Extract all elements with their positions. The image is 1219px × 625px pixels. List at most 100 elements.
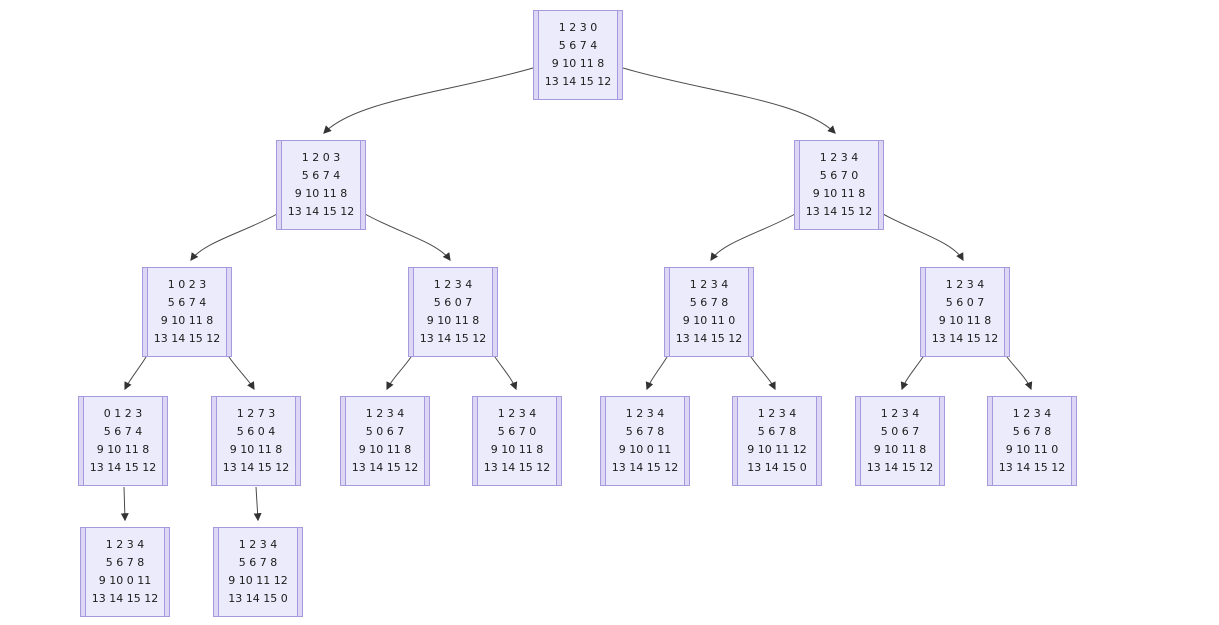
edge-R-RR [882,213,964,262]
edge-RL-RLL [645,356,668,391]
tree-node-R: 1 2 3 4 5 6 7 0 9 10 11 8 13 14 15 12 [794,140,884,230]
tree-node-LLLc: 1 2 3 4 5 6 7 8 9 10 0 11 13 14 15 12 [80,527,170,617]
puzzle-row: 9 10 11 8 [160,314,214,327]
tree-node-L: 1 2 0 3 5 6 7 4 9 10 11 8 13 14 15 12 [276,140,366,230]
tree-node-RRL: 1 2 3 4 5 0 6 7 9 10 11 8 13 14 15 12 [855,396,945,486]
puzzle-row: 9 10 11 8 [229,443,283,456]
tree-node-LLRc: 1 2 3 4 5 6 7 8 9 10 11 12 13 14 15 0 [213,527,303,617]
puzzle-row: 1 2 3 4 [880,407,920,420]
puzzle-row: 13 14 15 12 [805,205,873,218]
puzzle-row: 9 10 11 8 [96,443,150,456]
puzzle-row: 13 14 15 12 [351,461,419,474]
puzzle-row: 9 10 11 8 [812,187,866,200]
puzzle-row: 13 14 15 12 [287,205,355,218]
puzzle-row: 13 14 15 12 [675,332,743,345]
puzzle-row: 5 6 7 0 [819,169,859,182]
puzzle-row: 13 14 15 12 [866,461,934,474]
puzzle-row: 9 10 11 12 [228,574,288,587]
puzzle-row: 9 10 11 8 [294,187,348,200]
puzzle-row: 5 6 0 7 [945,296,985,309]
puzzle-row: 5 6 7 0 [497,425,537,438]
tree-node-LR: 1 2 3 4 5 6 0 7 9 10 11 8 13 14 15 12 [408,267,498,357]
puzzle-row: 1 2 3 4 [819,151,859,164]
puzzle-row: 1 2 3 4 [497,407,537,420]
puzzle-row: 13 14 15 12 [611,461,679,474]
puzzle-row: 13 14 15 0 [228,592,288,605]
puzzle-row: 1 2 0 3 [301,151,341,164]
puzzle-row: 9 10 11 12 [747,443,807,456]
tree-node-RR: 1 2 3 4 5 6 0 7 9 10 11 8 13 14 15 12 [920,267,1010,357]
edge-root-L [323,67,534,134]
edge-root-R [622,67,836,134]
puzzle-row: 1 2 3 4 [1012,407,1052,420]
puzzle-row: 5 6 7 4 [103,425,143,438]
puzzle-row: 0 1 2 3 [103,407,143,420]
tree-node-LL: 1 0 2 3 5 6 7 4 9 10 11 8 13 14 15 12 [142,267,232,357]
puzzle-row: 5 6 7 4 [558,39,598,52]
edge-LR-LRL [386,356,412,391]
puzzle-row: 13 14 15 12 [483,461,551,474]
puzzle-row: 1 2 3 4 [365,407,405,420]
puzzle-row: 5 6 7 8 [625,425,665,438]
edge-RR-RRL [900,356,924,391]
puzzle-row: 1 2 3 4 [625,407,665,420]
puzzle-row: 9 10 11 8 [490,443,544,456]
edge-LLL-LLLc [120,486,129,522]
puzzle-row: 1 2 3 4 [689,278,729,291]
puzzle-row: 1 2 3 0 [558,21,598,34]
puzzle-row: 13 14 15 12 [931,332,999,345]
edge-LL-LLL [124,356,147,391]
tree-node-root: 1 2 3 0 5 6 7 4 9 10 11 8 13 14 15 12 [533,10,623,100]
puzzle-row: 13 14 15 12 [419,332,487,345]
edge-RR-RRR [1006,356,1033,391]
puzzle-row: 5 6 7 4 [301,169,341,182]
puzzle-row: 13 14 15 12 [89,461,157,474]
puzzle-row: 5 6 7 4 [167,296,207,309]
puzzle-row: 9 10 0 11 [618,443,672,456]
puzzle-row: 5 6 0 7 [433,296,473,309]
puzzle-row: 1 2 3 4 [433,278,473,291]
puzzle-row: 13 14 15 12 [998,461,1066,474]
puzzle-row: 9 10 11 8 [873,443,927,456]
edge-L-LR [364,213,451,261]
edge-L-LL [190,213,278,261]
puzzle-row: 13 14 15 12 [222,461,290,474]
puzzle-row: 13 14 15 12 [91,592,159,605]
puzzle-row: 13 14 15 0 [747,461,807,474]
puzzle-row: 9 10 0 11 [98,574,152,587]
puzzle-row: 1 2 3 4 [757,407,797,420]
tree-node-LLL: 0 1 2 3 5 6 7 4 9 10 11 8 13 14 15 12 [78,396,168,486]
puzzle-row: 5 6 7 8 [105,556,145,569]
puzzle-row: 5 6 7 8 [757,425,797,438]
puzzle-row: 9 10 11 8 [938,314,992,327]
puzzle-row: 5 6 7 8 [689,296,729,309]
edge-LLR-LLRc [253,486,262,522]
edge-RL-RLR [750,356,776,391]
puzzle-row: 5 6 0 4 [236,425,276,438]
puzzle-row: 5 0 6 7 [880,425,920,438]
puzzle-row: 9 10 11 8 [551,57,605,70]
puzzle-row: 5 6 7 8 [1012,425,1052,438]
puzzle-row: 5 0 6 7 [365,425,405,438]
puzzle-row: 9 10 11 8 [426,314,480,327]
tree-node-LRL: 1 2 3 4 5 0 6 7 9 10 11 8 13 14 15 12 [340,396,430,486]
edge-LR-LRR [494,356,518,391]
tree-node-LLR: 1 2 7 3 5 6 0 4 9 10 11 8 13 14 15 12 [211,396,301,486]
tree-node-LRR: 1 2 3 4 5 6 7 0 9 10 11 8 13 14 15 12 [472,396,562,486]
tree-node-RLR: 1 2 3 4 5 6 7 8 9 10 11 12 13 14 15 0 [732,396,822,486]
puzzle-row: 1 2 3 4 [945,278,985,291]
puzzle-row: 13 14 15 12 [544,75,612,88]
puzzle-row: 9 10 11 0 [1005,443,1059,456]
tree-node-RL: 1 2 3 4 5 6 7 8 9 10 11 0 13 14 15 12 [664,267,754,357]
puzzle-row: 1 2 7 3 [236,407,276,420]
puzzle-row: 13 14 15 12 [153,332,221,345]
puzzle-row: 9 10 11 0 [682,314,736,327]
puzzle-row: 1 2 3 4 [238,538,278,551]
tree-node-RRR: 1 2 3 4 5 6 7 8 9 10 11 0 13 14 15 12 [987,396,1077,486]
puzzle-row: 5 6 7 8 [238,556,278,569]
tree-node-RLL: 1 2 3 4 5 6 7 8 9 10 0 11 13 14 15 12 [600,396,690,486]
puzzle-row: 1 2 3 4 [105,538,145,551]
puzzle-row: 1 0 2 3 [167,278,207,291]
edge-R-RL [710,213,796,261]
